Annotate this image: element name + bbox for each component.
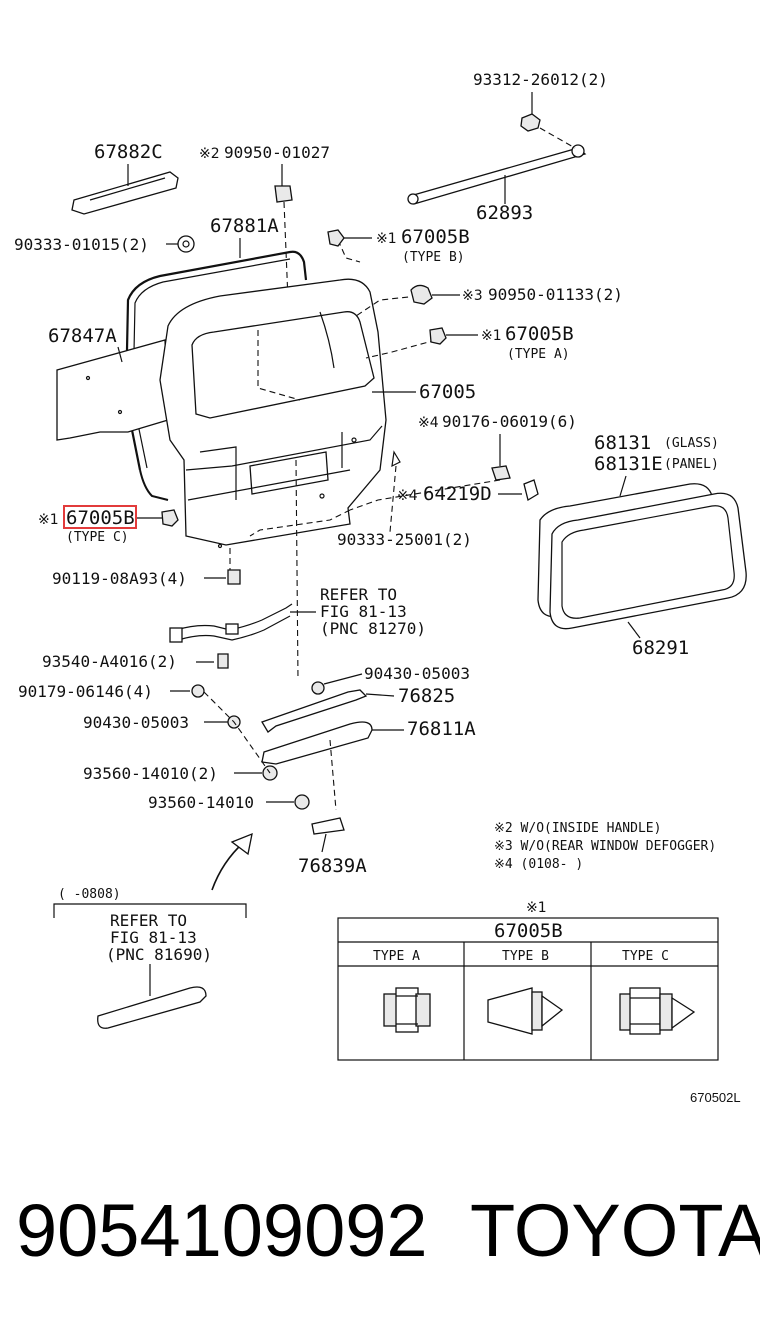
footer-brand: TOYOTA (470, 1189, 760, 1272)
arrow-head-icon (230, 832, 253, 856)
screw-93560-icon (294, 794, 310, 810)
label-67005b-type-c: 67005B (66, 507, 135, 529)
mark-2: ※2 (199, 146, 220, 162)
label-76825: 76825 (398, 685, 455, 707)
wire-harness-81270 (169, 603, 293, 643)
label-refer2-l3: (PNC 81690) (106, 945, 212, 964)
diagram-id: 670502L (690, 1090, 741, 1105)
mark-4-b: ※4 (397, 488, 418, 504)
label-93540: 93540-A4016(2) (42, 652, 177, 671)
label-panel: (PANEL) (664, 457, 719, 472)
plug-90950-01027-icon (274, 185, 293, 203)
garnish-76825 (261, 689, 368, 733)
label-93560: 93560-14010 (148, 793, 254, 812)
label-glass: (GLASS) (664, 436, 719, 451)
note-2: ※2 W/O(INSIDE HANDLE) (494, 821, 661, 836)
cushion-type-b-figure (487, 987, 564, 1035)
bracket-64219d-icon (523, 479, 539, 502)
cushion-type-a-icon (429, 327, 447, 345)
footer-part-number: 9054109092 (16, 1189, 428, 1272)
back-door-67005 (159, 278, 387, 549)
label-67005b-type-b: 67005B (401, 226, 470, 248)
mark-4-a: ※4 (418, 415, 439, 431)
highlight-box (63, 505, 137, 529)
label-68131: 68131 (594, 432, 651, 454)
bolt-90119-icon (227, 569, 241, 585)
label-refer1-l3: (PNC 81270) (320, 619, 426, 638)
arrow-icon (211, 841, 245, 891)
label-90333-25001: 90333-25001(2) (337, 530, 472, 549)
label-refer2-l2: FIG 81-13 (110, 928, 197, 947)
label-90119: 90119-08A93(4) (52, 569, 187, 588)
label-67847a: 67847A (48, 325, 117, 347)
mark-1-b: ※1 (376, 231, 397, 247)
garnish-67882c (71, 171, 179, 215)
label-date-range: ( -0808) (58, 887, 121, 902)
mark-3: ※3 (462, 288, 483, 304)
bolt-93540-icon (217, 653, 229, 669)
label-90333-01015: 90333-01015(2) (14, 235, 149, 254)
table-mark-1: ※1 (526, 900, 547, 916)
label-93312: 93312-26012(2) (473, 70, 608, 89)
plug-90950-01133-icon (410, 284, 433, 305)
note-4: ※4 (0108- ) (494, 857, 583, 872)
mark-1-c: ※1 (38, 512, 59, 528)
label-68291: 68291 (632, 637, 689, 659)
glass-68131 (537, 483, 747, 630)
handle-76811a (261, 721, 373, 765)
label-type-a: (TYPE A) (507, 347, 570, 362)
note-3: ※3 W/O(REAR WINDOW DEFOGGER) (494, 839, 716, 854)
label-76839a: 76839A (298, 855, 367, 877)
label-76811a: 76811A (407, 718, 476, 740)
cushion-type-c-figure (619, 987, 696, 1035)
label-90430-b: 90430-05003 (83, 713, 189, 732)
label-93560-2: 93560-14010(2) (83, 764, 218, 783)
label-90179: 90179-06146(4) (18, 682, 153, 701)
bracket-76839a-icon (311, 817, 345, 835)
label-64219d: 64219D (423, 483, 492, 505)
table-title: 67005B (494, 920, 563, 942)
label-refer2-l1: REFER TO (110, 911, 187, 930)
label-type-b: (TYPE B) (402, 250, 465, 265)
label-refer1-l1: REFER TO (320, 585, 397, 604)
table-col-b: TYPE B (502, 949, 549, 964)
cushion-type-c-icon (161, 509, 179, 527)
table-col-c: TYPE C (622, 949, 669, 964)
type-table: ※1 67005B TYPE A TYPE B TYPE C (337, 900, 719, 1061)
label-68131e: 68131E (594, 453, 663, 475)
label-67881a: 67881A (210, 215, 279, 237)
cover-67847a (56, 339, 169, 441)
mark-1-a: ※1 (481, 328, 502, 344)
label-67005: 67005 (419, 381, 476, 403)
label-90430-a: 90430-05003 (364, 664, 470, 683)
label-type-c: (TYPE C) (66, 530, 129, 545)
table-col-a: TYPE A (373, 949, 420, 964)
label-67005b-type-a: 67005B (505, 323, 574, 345)
label-90176: 90176-06019(6) (442, 412, 577, 431)
handle-81690 (97, 986, 207, 1029)
label-90950-01027: 90950-01027 (224, 143, 330, 162)
label-67882c: 67882C (94, 141, 163, 163)
gasket-90430-a-icon (311, 681, 325, 695)
cushion-type-a-figure (383, 987, 431, 1033)
clip-90176-icon (491, 465, 511, 481)
label-90950-01133: 90950-01133(2) (488, 285, 623, 304)
cushion-type-b-icon (327, 229, 345, 247)
nut-90179-icon (191, 684, 205, 698)
bolt-93312-icon (520, 92, 576, 149)
label-62893: 62893 (476, 202, 533, 224)
clip-90333-01015-icon (177, 235, 195, 253)
label-refer1-l2: FIG 81-13 (320, 602, 407, 621)
stay-62893 (407, 144, 587, 205)
